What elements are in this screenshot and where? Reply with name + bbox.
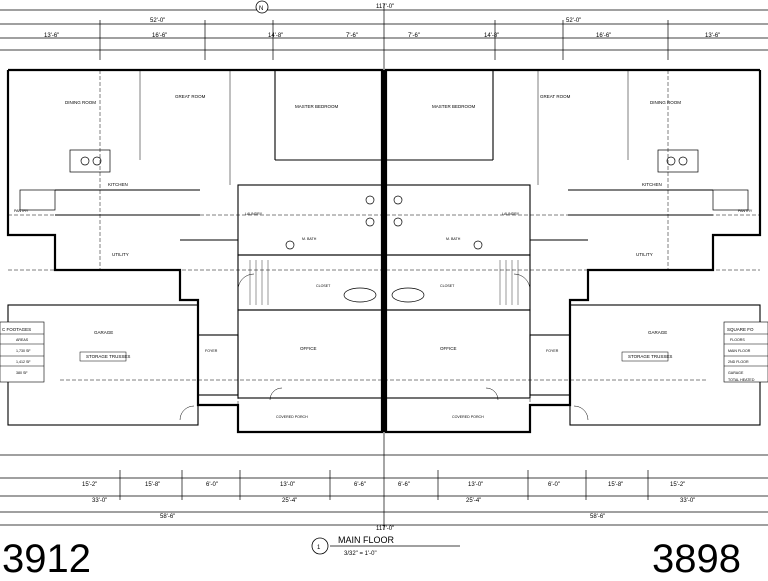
bottom-dim3-r: 58'-6" [590, 514, 605, 520]
footage-table-left [0, 321, 45, 383]
top-dim-l1: 16'-6" [152, 33, 167, 39]
top-dim-l0: 13'-6" [44, 33, 59, 39]
bottom-dim-r4: 15'-2" [670, 482, 685, 488]
footage-right-header: SQUARE FO [727, 327, 754, 332]
bottom-dim2-la: 33'-0" [92, 498, 107, 504]
top-dim-l3: 7'-6" [346, 33, 358, 39]
bottom-dim-r0: 6'-6" [398, 482, 410, 488]
bottom-dim-l0: 15'-2" [82, 482, 97, 488]
half-top-left-dim: 52'-0" [150, 18, 165, 24]
room-dining-r: DINING ROOM [650, 100, 681, 105]
bottom-dim3-l: 58'-6" [160, 514, 175, 520]
room-foyer-r: FOYER [546, 349, 559, 353]
room-pantry-r: PANTRY [738, 209, 753, 213]
footage-right-r2: GARAGE [728, 371, 744, 375]
footage-left-col: AREAS [16, 338, 29, 342]
bottom-dim-l4: 6'-6" [354, 482, 366, 488]
top-dim-r0: 7'-6" [408, 33, 420, 39]
top-dim-l2: 14'-8" [268, 33, 283, 39]
room-garage-r: GARAGE [648, 330, 667, 335]
footage-left-header: C FOOTAGES [2, 327, 31, 332]
room-laundry-l: LAUNDRY [245, 212, 263, 216]
room-porch-l: COVERED PORCH [276, 415, 308, 419]
top-dim-r3: 13'-6" [705, 33, 720, 39]
drawing-number: 1 [317, 545, 321, 551]
footage-left-v1: 1,412 SF [16, 360, 31, 364]
footage-right-r0: MAIN FLOOR [728, 349, 751, 353]
footage-left-v2: 380 SF [16, 371, 28, 375]
drawing-title: MAIN FLOOR [338, 535, 395, 545]
room-great-l: GREAT ROOM [175, 94, 206, 99]
room-closet-r: CLOSET [440, 284, 455, 288]
room-laundry-r: LAUNDRY [502, 212, 520, 216]
room-master-l: MASTER BEDROOM [295, 104, 339, 109]
half-top-right-dim: 52'-0" [566, 18, 581, 24]
footage-right-col: FLOORS [730, 338, 745, 342]
north-marker-label: N [259, 6, 263, 12]
top-dim-r1: 14'-8" [484, 33, 499, 39]
room-labels-right: DINING ROOM GREAT ROOM MASTER BEDROOM KI… [432, 94, 753, 419]
room-kitchen-r: KITCHEN [642, 182, 662, 187]
exterior-walls [6, 68, 762, 434]
unit-number-left: 3912 [2, 537, 91, 576]
bottom-dim-l2: 6'-0" [206, 482, 218, 488]
room-office-r: OFFICE [440, 346, 457, 351]
footage-right-r1: 2ND FLOOR [728, 360, 749, 364]
drawing-scale: 3/32" = 1'-0" [344, 551, 377, 557]
room-utility-r: UTILITY [636, 252, 653, 257]
kitchen-fixtures [19, 149, 749, 303]
room-foyer-l: FOYER [205, 349, 218, 353]
stair-treads [249, 260, 519, 305]
north-marker-circle [255, 0, 269, 14]
unit-number-right: 3898 [652, 537, 741, 576]
footage-right-r3: TOTAL HEATED [728, 378, 755, 382]
bottom-dim2-rb: 25'-4" [466, 498, 481, 504]
room-office-l: OFFICE [300, 346, 317, 351]
drawing-number-circle [311, 537, 329, 555]
bottom-dim2-ra: 33'-0" [680, 498, 695, 504]
footage-left-v0: 1,730 SF [16, 349, 31, 353]
room-bath-l: M. BATH [302, 237, 317, 241]
room-utility-l: UTILITY [112, 252, 129, 257]
bottom-dim2-lb: 25'-4" [282, 498, 297, 504]
room-storage-r: STORAGE TRUSSES [628, 354, 672, 359]
room-bath-r: M. BATH [446, 237, 461, 241]
porch-outline [237, 397, 531, 433]
room-closet-l: CLOSET [316, 284, 331, 288]
room-porch-r: COVERED PORCH [452, 415, 484, 419]
footage-table-right [723, 321, 768, 383]
room-kitchen-l: KITCHEN [108, 182, 128, 187]
overall-top-dim: 117'-0" [376, 4, 394, 10]
bottom-dim-r3: 15'-8" [608, 482, 623, 488]
room-master-r: MASTER BEDROOM [432, 104, 476, 109]
bottom-dim-l3: 13'-0" [280, 482, 295, 488]
bottom-dim-r2: 6'-0" [548, 482, 560, 488]
room-great-r: GREAT ROOM [540, 94, 571, 99]
room-garage-l: GARAGE [94, 330, 113, 335]
room-labels-left: DINING ROOM GREAT ROOM MASTER BEDROOM KI… [14, 94, 339, 419]
room-pantry-l: PANTRY [14, 209, 29, 213]
top-dim-r2: 16'-6" [596, 33, 611, 39]
truss-lines [8, 70, 760, 381]
overall-bottom-dim: 117'-0" [376, 526, 394, 532]
bottom-dim-l1: 15'-8" [145, 482, 160, 488]
bottom-dim-r1: 13'-0" [468, 482, 483, 488]
room-storage-l: STORAGE TRUSSES [86, 354, 130, 359]
door-swings [179, 273, 589, 421]
room-dining-l: DINING ROOM [65, 100, 96, 105]
